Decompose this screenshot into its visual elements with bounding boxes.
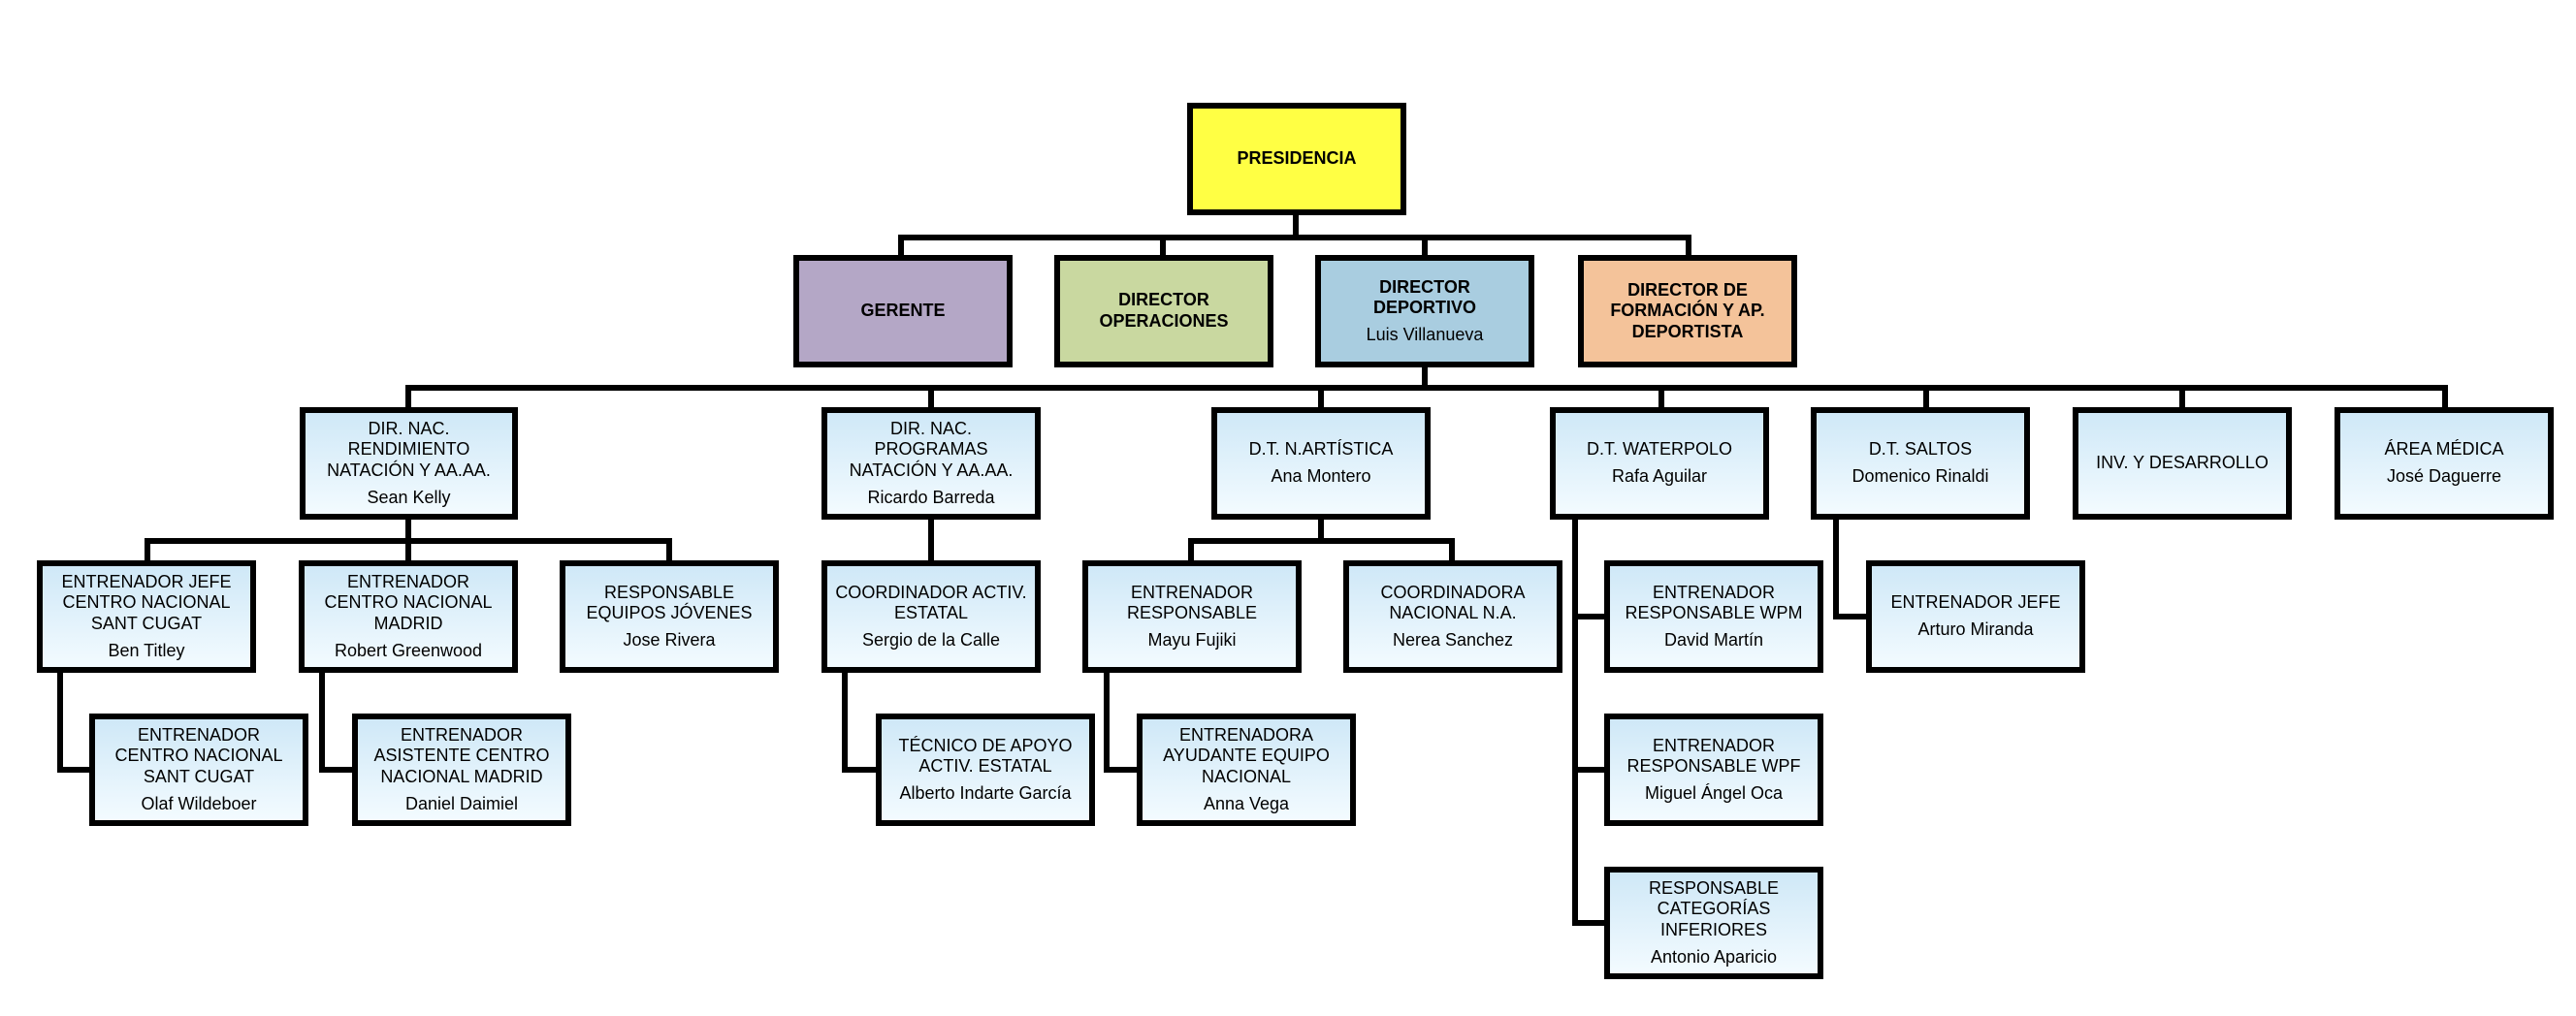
box-coordinadora-nacional-na: COORDINADORA NACIONAL N.A. Nerea Sanchez — [1343, 560, 1562, 673]
box-title: DIRECTOR DEPORTIVO — [1372, 276, 1476, 318]
box-director-operaciones: DIRECTOR OPERACIONES — [1054, 255, 1273, 367]
box-director-formacion: DIRECTOR DE FORMACIÓN Y AP. DEPORTISTA — [1578, 255, 1797, 367]
box-title: ENTRENADOR JEFE CENTRO NACIONAL SANT CUG… — [61, 571, 232, 633]
box-title: D.T. SALTOS — [1868, 439, 1973, 460]
box-title: D.T. N.ARTÍSTICA — [1248, 439, 1394, 460]
box-entrenador-centro-madrid: ENTRENADOR CENTRO NACIONAL MADRID Robert… — [299, 560, 518, 673]
box-person: Arturo Miranda — [1917, 619, 2034, 639]
box-entrenador-responsable: ENTRENADOR RESPONSABLE Mayu Fujiki — [1082, 560, 1302, 673]
box-entrenadora-ayudante-equipo-nacional: ENTRENADORA AYUDANTE EQUIPO NACIONAL Ann… — [1137, 714, 1356, 826]
box-title: DIR. NAC. RENDIMIENTO NATACIÓN Y AA.AA. — [327, 418, 491, 480]
box-inv-desarrollo: INV. Y DESARROLLO — [2073, 407, 2292, 520]
box-title: ENTRENADOR RESPONSABLE WPF — [1626, 735, 1801, 777]
box-person: Mayu Fujiki — [1147, 629, 1237, 650]
box-title: COORDINADOR ACTIV. ESTATAL — [835, 582, 1027, 623]
box-person: Ben Titley — [108, 640, 185, 660]
box-title: ENTRENADOR CENTRO NACIONAL MADRID — [324, 571, 493, 633]
box-dt-waterpolo: D.T. WATERPOLO Rafa Aguilar — [1550, 407, 1769, 520]
box-person: Luis Villanueva — [1366, 324, 1484, 344]
box-title: ENTRENADOR CENTRO NACIONAL SANT CUGAT — [114, 724, 283, 786]
box-entrenador-responsable-wpf: ENTRENADOR RESPONSABLE WPF Miguel Ángel … — [1604, 714, 1823, 826]
box-entrenador-asistente-madrid: ENTRENADOR ASISTENTE CENTRO NACIONAL MAD… — [352, 714, 571, 826]
box-title: ÁREA MÉDICA — [2384, 439, 2504, 460]
box-coordinador-activ-estatal: COORDINADOR ACTIV. ESTATAL Sergio de la … — [821, 560, 1041, 673]
box-title: RESPONSABLE CATEGORÍAS INFERIORES — [1648, 877, 1780, 939]
box-dt-saltos: D.T. SALTOS Domenico Rinaldi — [1811, 407, 2030, 520]
box-title: PRESIDENCIA — [1237, 148, 1357, 169]
box-person: José Daguerre — [2386, 466, 2502, 486]
box-person: Sean Kelly — [367, 487, 451, 507]
box-title: DIRECTOR OPERACIONES — [1099, 290, 1229, 331]
box-presidencia: PRESIDENCIA — [1187, 103, 1406, 215]
box-person: Olaf Wildeboer — [141, 793, 257, 813]
box-person: Robert Greenwood — [334, 640, 483, 660]
box-dir-nac-programas: DIR. NAC. PROGRAMAS NATACIÓN Y AA.AA. Ri… — [821, 407, 1041, 520]
box-title: ENTRENADOR JEFE — [1890, 592, 2061, 613]
box-entrenador-responsable-wpm: ENTRENADOR RESPONSABLE WPM David Martín — [1604, 560, 1823, 673]
box-title: ENTRENADOR ASISTENTE CENTRO NACIONAL MAD… — [373, 724, 550, 786]
box-title: COORDINADORA NACIONAL N.A. — [1380, 582, 1526, 623]
box-title: ENTRENADORA AYUDANTE EQUIPO NACIONAL — [1163, 724, 1330, 786]
box-person: Rafa Aguilar — [1611, 466, 1708, 486]
box-person: David Martín — [1663, 629, 1764, 650]
box-person: Nerea Sanchez — [1392, 629, 1514, 650]
box-entrenador-centro-sant-cugat: ENTRENADOR CENTRO NACIONAL SANT CUGAT Ol… — [89, 714, 308, 826]
box-person: Jose Rivera — [623, 629, 716, 650]
box-title: DIRECTOR DE FORMACIÓN Y AP. DEPORTISTA — [1610, 279, 1765, 341]
box-title: ENTRENADOR RESPONSABLE — [1126, 582, 1258, 623]
box-person: Daniel Daimiel — [404, 793, 519, 813]
box-person: Alberto Indarte García — [899, 782, 1072, 803]
box-title: GERENTE — [860, 301, 946, 321]
box-title: RESPONSABLE EQUIPOS JÓVENES — [586, 582, 753, 623]
box-person: Ana Montero — [1271, 466, 1371, 486]
box-director-deportivo: DIRECTOR DEPORTIVO Luis Villanueva — [1315, 255, 1534, 367]
box-entrenador-jefe-saltos: ENTRENADOR JEFE Arturo Miranda — [1866, 560, 2085, 673]
box-tecnico-apoyo-activ-estatal: TÉCNICO DE APOYO ACTIV. ESTATAL Alberto … — [876, 714, 1095, 826]
box-title: TÉCNICO DE APOYO ACTIV. ESTATAL — [898, 735, 1073, 777]
box-gerente: GERENTE — [793, 255, 1013, 367]
box-person: Sergio de la Calle — [861, 629, 1001, 650]
box-title: DIR. NAC. PROGRAMAS NATACIÓN Y AA.AA. — [849, 418, 1014, 480]
box-title: D.T. WATERPOLO — [1586, 439, 1732, 460]
box-person: Anna Vega — [1203, 793, 1290, 813]
box-person: Domenico Rinaldi — [1852, 466, 1989, 486]
box-dir-nac-rendimiento: DIR. NAC. RENDIMIENTO NATACIÓN Y AA.AA. … — [300, 407, 518, 520]
box-responsable-categorias-inferiores: RESPONSABLE CATEGORÍAS INFERIORES Antoni… — [1604, 867, 1823, 979]
box-title: INV. Y DESARROLLO — [2096, 453, 2269, 473]
box-title: ENTRENADOR RESPONSABLE WPM — [1625, 582, 1803, 623]
box-responsable-equipos-jovenes: RESPONSABLE EQUIPOS JÓVENES Jose Rivera — [560, 560, 779, 673]
box-person: Miguel Ángel Oca — [1644, 782, 1784, 803]
box-area-medica: ÁREA MÉDICA José Daguerre — [2334, 407, 2554, 520]
box-person: Antonio Aparicio — [1650, 946, 1778, 967]
box-dt-artistica: D.T. N.ARTÍSTICA Ana Montero — [1211, 407, 1431, 520]
box-entrenador-jefe-sant-cugat: ENTRENADOR JEFE CENTRO NACIONAL SANT CUG… — [37, 560, 256, 673]
box-person: Ricardo Barreda — [867, 487, 995, 507]
